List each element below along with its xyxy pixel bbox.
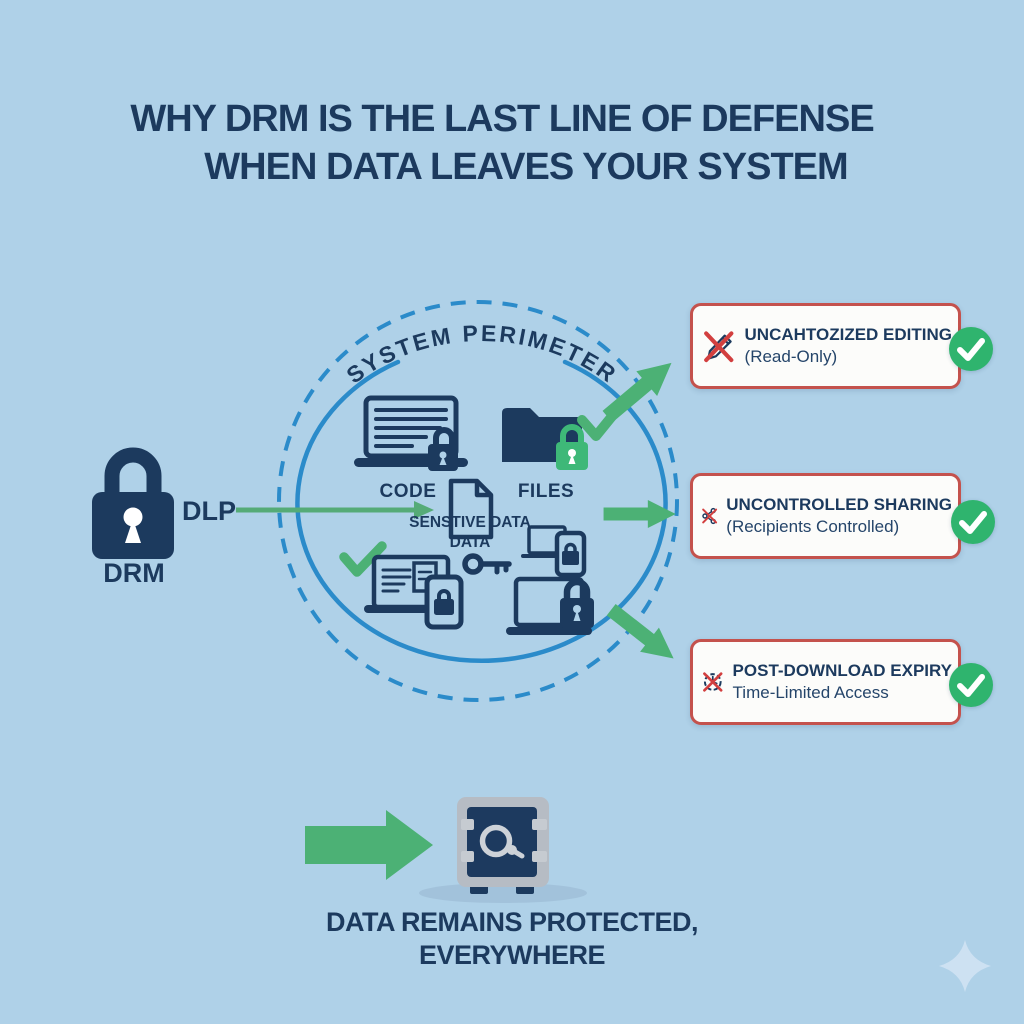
check-badge-expiry [949,663,993,707]
page-title: WHY DRM IS THE LAST LINE OF DEFENSE WHEN… [0,96,1024,192]
laptop-documents-phone-icon [364,554,464,630]
pencil-crossed-icon [704,331,734,363]
dlp-arrow [236,501,434,519]
laptop-padlock-icon [506,576,594,635]
sensitive-data-label-line1: SENSTIVE DATA [409,514,531,531]
key-icon [462,553,512,575]
callout-editing-title: UNCAHTOZIZED EDITING [744,324,952,344]
callout-editing: UNCAHTOZIZED EDITING (Read-Only) [690,303,961,389]
dlp-label: DLP [182,496,236,526]
footer-line1: DATA REMAINS PROTECTED, [326,907,699,937]
check-icon [957,338,985,361]
arrow-to-safe [305,810,433,880]
drm-label: DRM [103,558,165,588]
code-label: CODE [379,481,437,502]
files-label: FILES [517,481,575,502]
callout-sharing-title: UNCONTROLLED SHARING [726,494,952,514]
callout-expiry-title: POST-DOWNLOAD EXPIRY [732,660,952,680]
laptop-phone-lock-icon [521,525,587,578]
check-icon [957,674,985,697]
callout-expiry-subtitle: Time-Limited Access [732,683,889,702]
page-title-line2: WHEN DATA LEAVES YOUR SYSTEM [204,145,848,188]
perimeter-dashed-circle [277,300,679,702]
footer-caption: DATA REMAINS PROTECTED, EVERYWHERE [0,906,1024,973]
drm-lock-icon [92,447,174,559]
clock-crossed-icon [703,672,723,692]
arrow-top-right [597,350,682,430]
arrow-bottom-right [601,597,684,671]
exit-checkmark-icon [577,399,627,441]
footer-line2: EVERYWHERE [418,940,606,971]
callout-sharing-subtitle: (Recipients Controlled) [726,517,900,536]
page-title-line1: WHY DRM IS THE LAST LINE OF DEFENSE [130,98,874,140]
arrow-middle-right [603,500,676,528]
sensitive-data-label-line2: DATA [449,534,491,551]
perimeter-checkmark-icon [339,541,387,577]
callout-editing-subtitle: (Read-Only) [744,347,838,366]
safe-icon [419,797,587,903]
share-crossed-icon [702,507,718,525]
check-badge-sharing [951,500,995,544]
callout-expiry: POST-DOWNLOAD EXPIRY Time-Limited Access [690,639,961,725]
check-badge-editing [949,327,993,371]
files-folder-icon [502,408,588,470]
perimeter-solid-circle [295,359,668,663]
system-perimeter-label: SYSTEM PERIMETER [342,320,623,388]
code-laptop-icon [354,395,468,471]
check-icon [959,511,987,534]
callout-sharing: UNCONTROLLED SHARING (Recipients Control… [690,473,961,559]
